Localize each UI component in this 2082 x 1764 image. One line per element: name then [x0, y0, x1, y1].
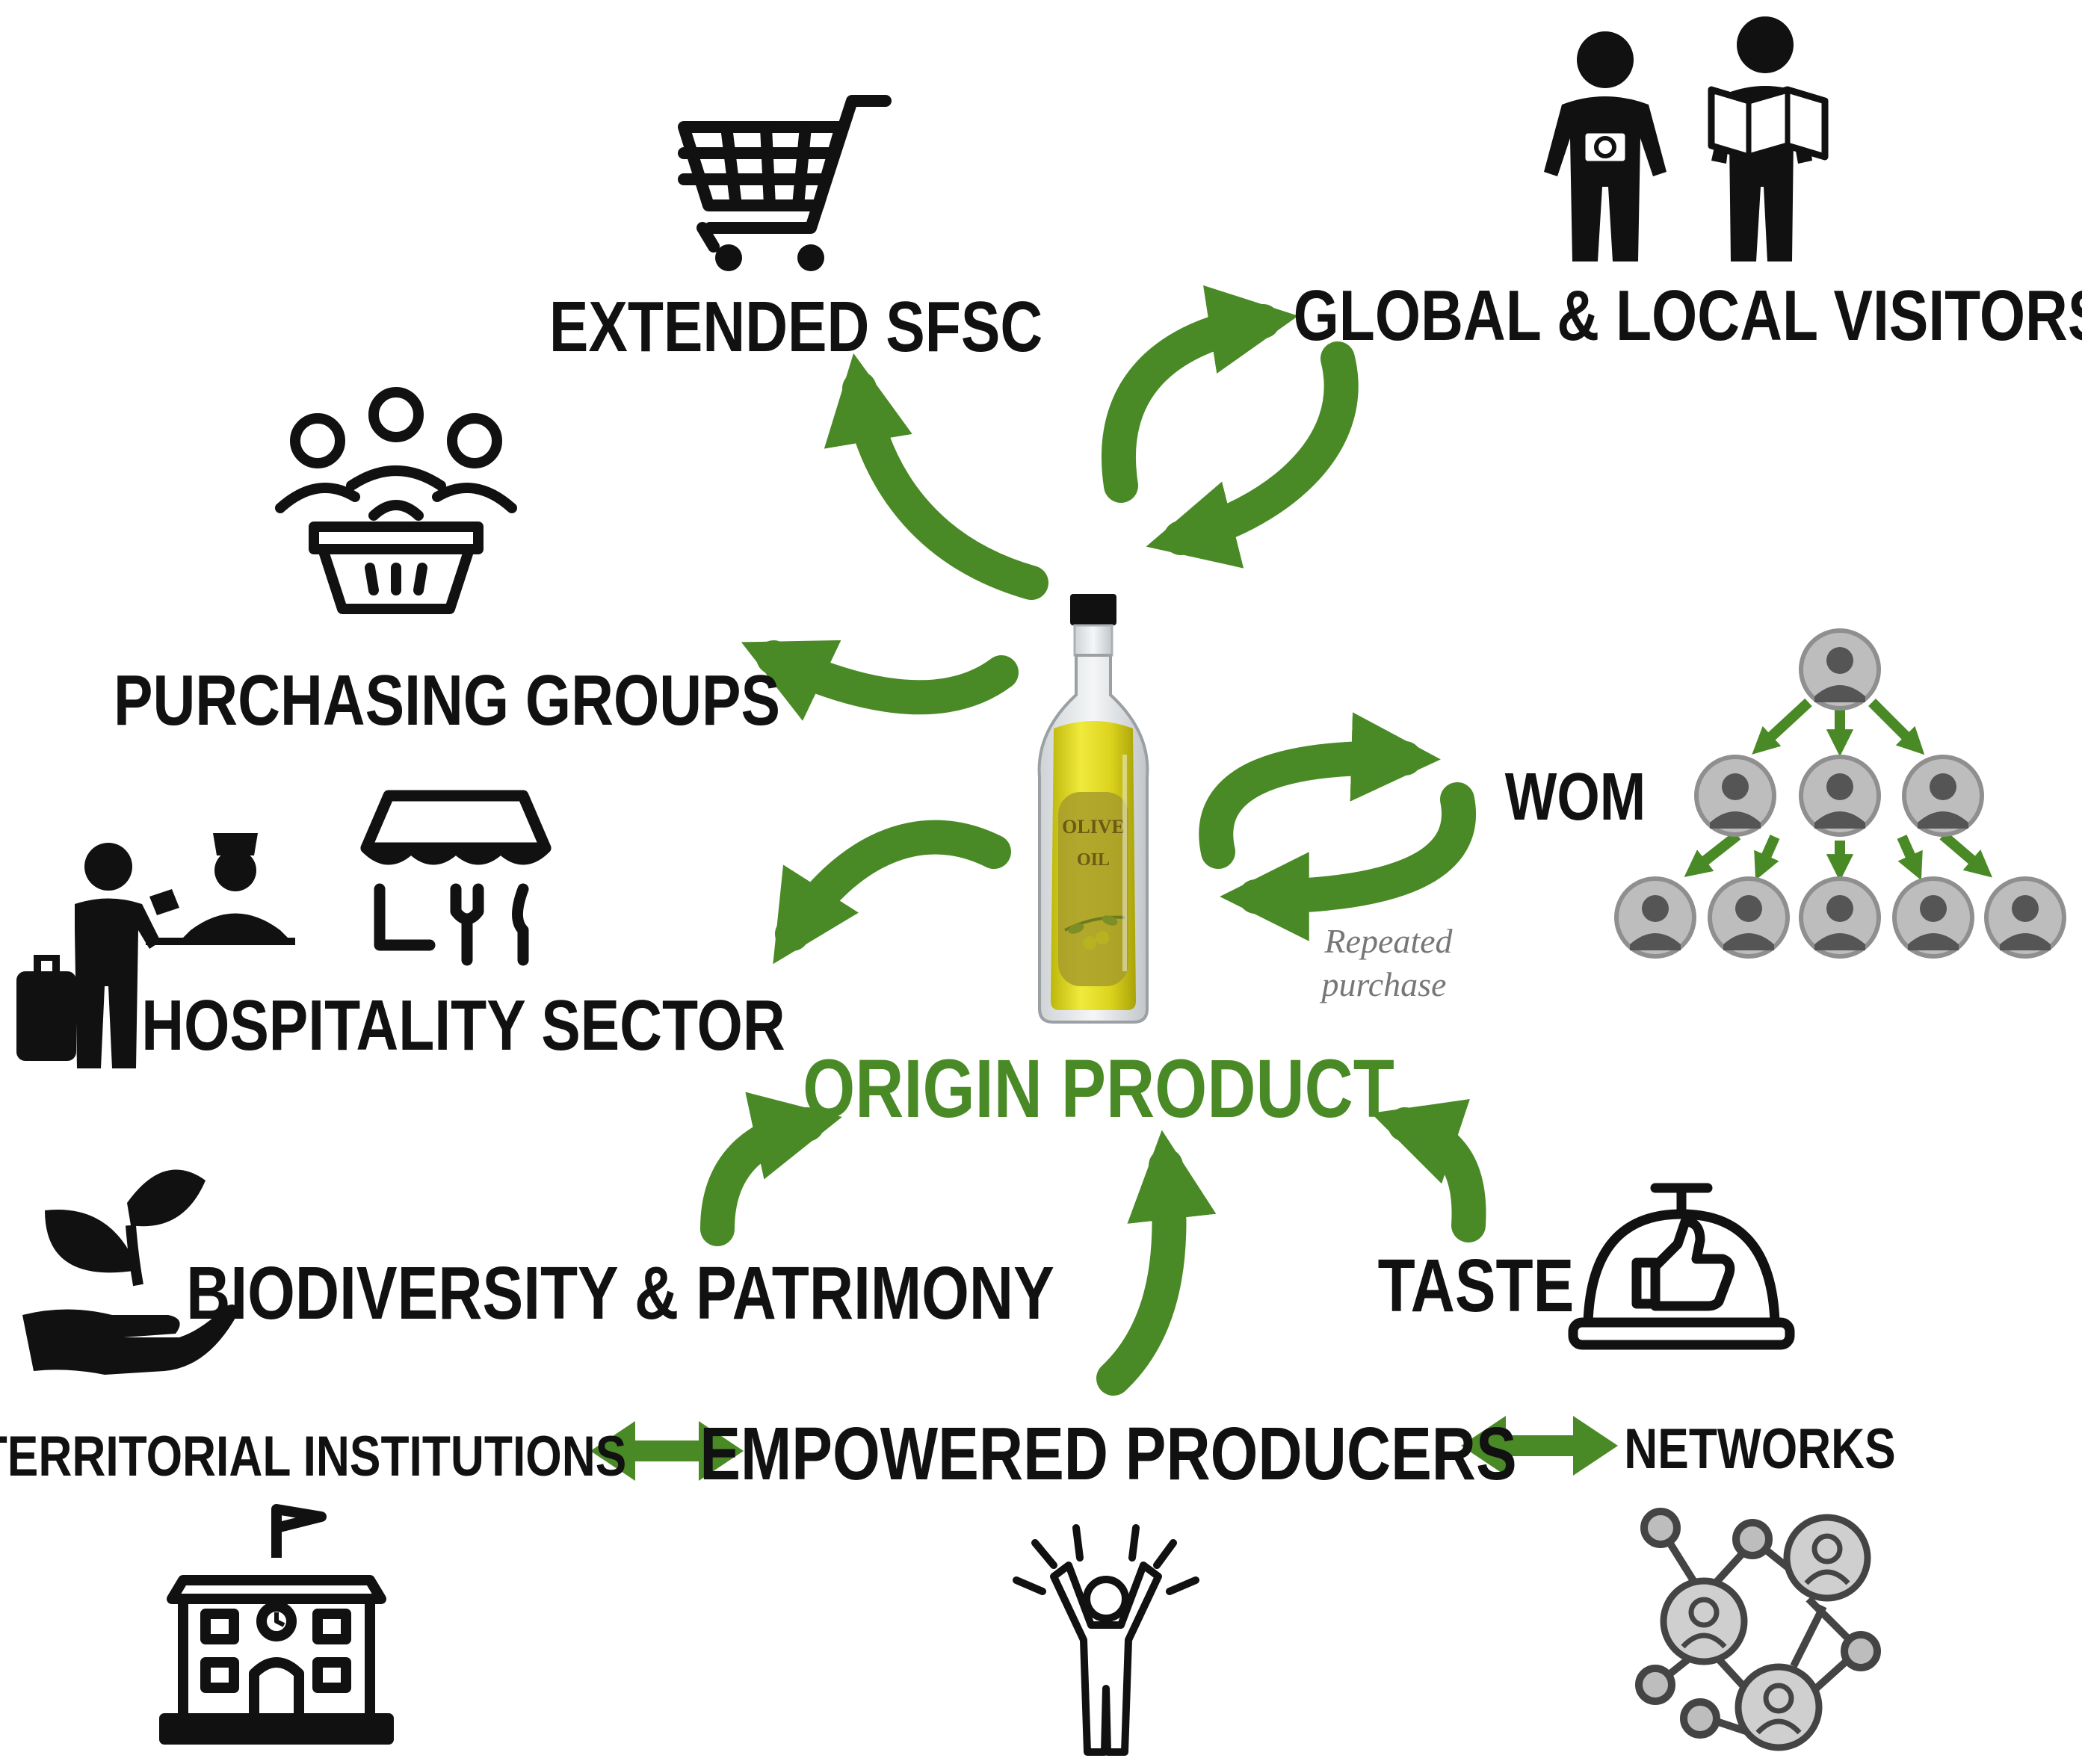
arrow-from-visitors [1146, 341, 1359, 569]
arrow-from-taste [1371, 1098, 1486, 1242]
restaurant-icon [360, 790, 552, 966]
bottle-label-oil: OIL [1077, 850, 1110, 870]
origin-product-title: ORIGIN PRODUCT [803, 1044, 1394, 1135]
arrow-to-visitors [1101, 285, 1299, 503]
town-hall-icon [159, 1504, 394, 1745]
plant-hand-icon [22, 1169, 239, 1375]
olive-oil-bottle-icon: OLIVE OIL [1037, 594, 1149, 1024]
traveler-icon [16, 843, 179, 1068]
label-wom: WOM [1505, 760, 1646, 835]
wom-person-bottom-5 [1986, 879, 2064, 956]
wom-person-bottom-3 [1801, 879, 1879, 956]
shopping-cart-icon [678, 95, 892, 253]
label-repeated: Repeated [1323, 922, 1453, 960]
double-arrow-institutions [590, 1421, 744, 1481]
label-empowered-producers: EMPOWERED PRODUCERS [699, 1412, 1516, 1496]
wom-person-mid-1 [1696, 757, 1774, 835]
label-biodiversity-patrimony: BIODIVERSITY & PATRIMONY [186, 1251, 1054, 1335]
cloche-thumbs-up-icon [1568, 1183, 1795, 1350]
arrow-to-purchasing-groups [741, 640, 1019, 721]
cart-wheels [715, 244, 824, 271]
arrow-from-producers [1096, 1130, 1217, 1396]
group-basket-icon [275, 387, 517, 614]
wom-person-bottom-1 [1616, 879, 1694, 956]
word-of-mouth-tree-icon [1616, 631, 2064, 956]
flow-arrows [700, 285, 1486, 1396]
tourists-icon [1544, 16, 1829, 261]
network-people-icon [1635, 1508, 1881, 1748]
bottom-link-arrows [590, 1416, 1618, 1481]
network-person-3 [1738, 1667, 1819, 1748]
wom-person-mid-2 [1801, 757, 1879, 835]
label-purchase: purchase [1320, 965, 1447, 1003]
arrow-to-extended-sfsc [824, 353, 1048, 600]
wom-person-top [1801, 631, 1879, 708]
hotel-restaurant-icon [16, 790, 552, 1068]
arrow-repeated-purchase [1220, 782, 1476, 941]
wom-person-bottom-4 [1894, 879, 1972, 956]
network-person-2 [1664, 1581, 1744, 1662]
arrow-to-hospitality [773, 820, 1011, 965]
network-person-1 [1787, 1517, 1868, 1598]
bottle-label-olive: OLIVE [1062, 816, 1125, 838]
cheering-person-icon [1013, 1524, 1199, 1756]
label-hospitality-sector: HOSPITALITY SECTOR [141, 985, 785, 1065]
label-purchasing-groups: PURCHASING GROUPS [114, 660, 780, 740]
arrow-from-biodiversity [700, 1092, 842, 1246]
label-taste: TASTE [1378, 1244, 1575, 1328]
label-extended-sfsc: EXTENDED SFSC [549, 287, 1042, 367]
wom-person-bottom-2 [1710, 879, 1788, 956]
receptionist-icon [146, 833, 295, 945]
label-territorial-institutions: TERRITORIAL INSTITUTIONS [0, 1424, 626, 1488]
label-networks: NETWORKS [1624, 1417, 1895, 1480]
double-arrow-networks [1461, 1416, 1618, 1476]
label-global-local-visitors: GLOBAL & LOCAL VISITORS [1294, 276, 2082, 356]
arrow-to-wom [1199, 712, 1441, 869]
wom-person-mid-3 [1904, 757, 1982, 835]
